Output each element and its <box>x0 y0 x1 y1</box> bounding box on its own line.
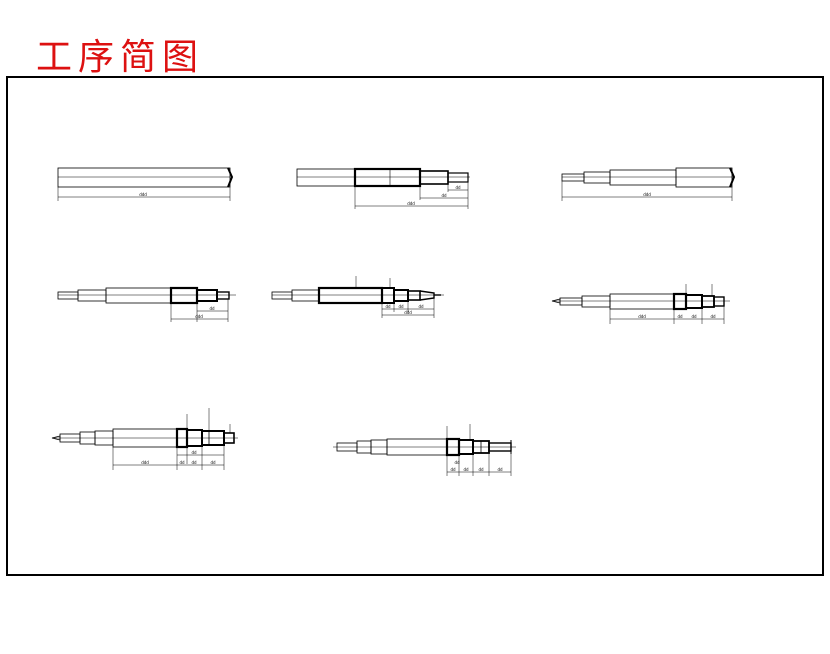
shaft-outline <box>296 168 356 187</box>
dimension-label: dd <box>191 460 197 465</box>
shaft-outline <box>57 291 79 300</box>
shaft-outline <box>271 291 293 300</box>
dimension-label: dd <box>450 467 456 472</box>
dimension-label: dd <box>478 467 484 472</box>
dimension-label: ddd <box>139 192 147 197</box>
dimension-label: dd <box>210 460 216 465</box>
dimension-label: dd <box>179 460 185 465</box>
dimension-label: ddd <box>195 314 203 319</box>
dimension-label: ddd <box>638 314 646 319</box>
dimension-label: dd <box>463 467 469 472</box>
process-figure-step-4: dd ddd <box>57 286 236 322</box>
process-figure-step-2: dd dd ddd <box>296 167 470 209</box>
end-face <box>227 167 234 188</box>
dimension-label: dd <box>209 306 215 311</box>
machined-section <box>317 286 384 305</box>
machined-section <box>353 167 422 188</box>
process-figure-step-3: ddd <box>561 167 736 201</box>
process-figure-step-6: ddd dd dd dd <box>551 284 730 324</box>
shaft-outline <box>561 173 585 182</box>
process-figure-step-1: ddd <box>57 167 234 201</box>
page-title: 工序简图 <box>36 37 205 78</box>
dimension-label: dd <box>398 304 404 309</box>
dimension-label: dd <box>385 304 391 309</box>
machined-section <box>672 292 688 311</box>
shaft-outline <box>57 167 231 188</box>
dimension-label: ddd <box>643 192 651 197</box>
dimension-label: ddd <box>407 201 415 206</box>
dimension-label: dd <box>418 304 424 309</box>
dimension-label: dd <box>441 193 447 198</box>
shaft-outline <box>559 297 583 306</box>
dimension-label: ddd <box>404 310 412 315</box>
process-figure-step-8: dd dd dd dd dd <box>333 424 516 476</box>
dimension-label: dd <box>455 185 461 190</box>
dimension-label: dd <box>677 314 683 319</box>
dimension-label: dd <box>497 467 503 472</box>
dimension-label: dd <box>454 460 460 465</box>
dimension-label: dd <box>191 450 197 455</box>
process-figure-step-5: dd dd dd ddd <box>271 276 444 318</box>
dimension-label: dd <box>710 314 716 319</box>
drawing-frame <box>6 76 824 576</box>
dimension-label: dd <box>691 314 697 319</box>
process-figure-step-7: ddd dd dd dd dd <box>51 408 238 470</box>
dimension-label: ddd <box>141 460 149 465</box>
end-face <box>729 167 736 188</box>
machined-section <box>169 286 199 305</box>
